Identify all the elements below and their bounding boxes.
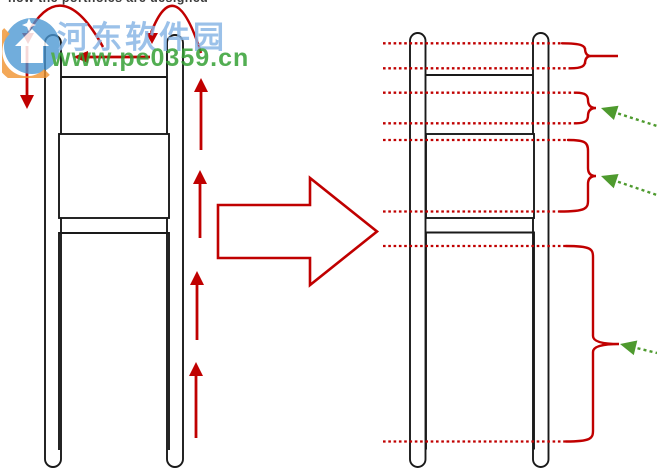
brace (558, 138, 597, 213)
well-screen-box (58, 133, 170, 219)
well-wall-capsule (166, 34, 184, 468)
brace (564, 244, 620, 443)
well-wall-capsule (532, 32, 550, 468)
flow-arrows (20, 4, 208, 438)
green-arrowhead (601, 105, 619, 121)
flow-arc (26, 4, 105, 48)
brace (574, 91, 597, 125)
green-arrowhead (620, 340, 638, 356)
well-screen-box (425, 231, 535, 450)
well-wall-capsule (409, 32, 427, 468)
flow-arc (149, 4, 203, 54)
porthole-level-lines (383, 42, 576, 443)
right-well (409, 32, 550, 468)
left-well (44, 34, 184, 468)
block-arrow-shape (216, 175, 380, 288)
well-screen-box (58, 232, 170, 450)
caption-text: how the portholes are designed (8, 0, 208, 5)
brace-annotations (558, 42, 620, 443)
green-pointer-arrows (601, 105, 657, 356)
well-screen-box (425, 133, 535, 219)
brace (560, 42, 592, 70)
green-arrowhead (601, 174, 619, 189)
